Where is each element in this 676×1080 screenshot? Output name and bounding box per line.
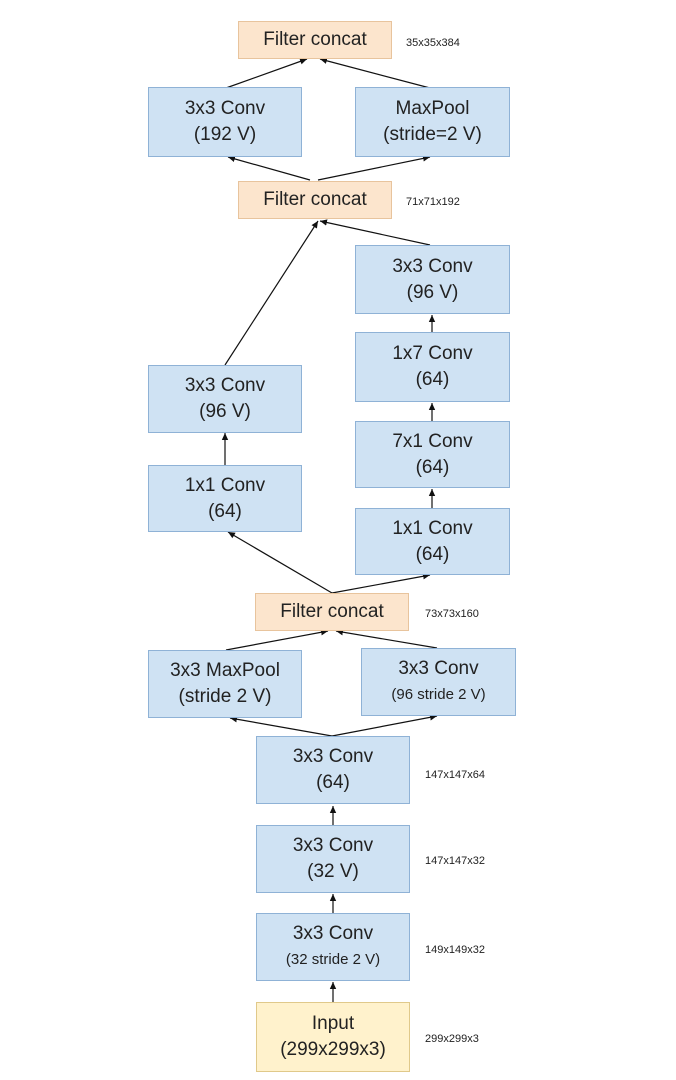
filter-concat-low-label: Filter concat	[280, 601, 384, 622]
left-conv-1x1: 1x1 Conv (64)	[148, 465, 302, 532]
input-node-line2: (299x299x3)	[280, 1039, 386, 1060]
right-conv-7x1-line1: 7x1 Conv	[392, 430, 473, 452]
conv-3x3-32-stride2v-line2: (32 stride 2 V)	[285, 951, 381, 968]
left-conv-3x3-96v-line2: (96 V)	[199, 401, 251, 422]
conv-3x3-32-stride2v-line1: 3x3 Conv	[292, 923, 374, 944]
right-conv-1x7-line1: 1x7 Conv	[392, 343, 473, 364]
left-conv-3x3-96v-line1: 3x3 Conv	[184, 375, 266, 396]
arrow-conv192-to-top-concat	[225, 58, 308, 89]
right-conv-7x1-line2: (64)	[415, 456, 450, 478]
arrow-maxpool-to-low-concat	[225, 629, 329, 651]
conv-3x3-32-stride2v: 3x3 Conv (32 stride 2 V)	[256, 913, 410, 981]
filter-concat-mid: Filter concat	[238, 181, 392, 219]
conv-3x3-32v-line1: 3x3 Conv	[292, 835, 374, 856]
right-conv-1x7: 1x7 Conv (64)	[355, 332, 510, 402]
conv-3x3-64-line1: 3x3 Conv	[292, 746, 374, 767]
right-conv-3x3-96v-line1: 3x3 Conv	[392, 255, 473, 277]
left-conv-1x1-line2: (64)	[208, 500, 242, 522]
dim-label-concat-mid: 71x71x192	[406, 196, 460, 208]
arrow-conv96s2-to-low-concat	[335, 629, 438, 649]
maxpool-3x3-stride2v-line1: 3x3 MaxPool	[170, 660, 280, 681]
arrow-left-branch-to-mid-concat	[224, 220, 319, 366]
filter-concat-top: Filter concat	[238, 21, 392, 59]
maxpool-3x3-stride2v: 3x3 MaxPool (stride 2 V)	[148, 650, 302, 718]
right-conv-1x7-line2: (64)	[415, 369, 450, 390]
right-conv-1x1-line1: 1x1 Conv	[392, 517, 473, 539]
arrow-mid-concat-to-maxpool	[317, 155, 431, 181]
input-node: Input (299x299x3)	[256, 1002, 410, 1072]
conv-3x3-96-stride2v-line1: 3x3 Conv	[398, 658, 479, 679]
conv-3x3-192v-line1: 3x3 Conv	[184, 98, 266, 119]
arrow-low-concat-to-right-1x1	[331, 573, 431, 594]
filter-concat-mid-label: Filter concat	[263, 189, 367, 210]
maxpool-stride2v: MaxPool (stride=2 V)	[355, 87, 510, 157]
arrow-mid-concat-to-conv192	[227, 155, 311, 181]
right-conv-1x1: 1x1 Conv (64)	[355, 508, 510, 575]
conv-3x3-96-stride2v-line2: (96 stride 2 V)	[391, 686, 486, 703]
conv-3x3-32v-line2: (32 V)	[307, 861, 359, 882]
dim-label-concat-top: 35x35x384	[406, 37, 460, 49]
conv-3x3-32v: 3x3 Conv (32 V)	[256, 825, 410, 893]
right-conv-1x1-line2: (64)	[415, 543, 450, 565]
conv-3x3-192v: 3x3 Conv (192 V)	[148, 87, 302, 157]
dim-label-conv-64: 147x147x64	[425, 769, 485, 781]
arrow-maxpool-to-top-concat	[319, 57, 431, 89]
arrow-conv64-to-conv96s2	[331, 714, 438, 737]
right-conv-3x3-96v-line2: (96 V)	[406, 281, 459, 303]
arrow-low-concat-to-left-1x1	[227, 531, 333, 594]
input-node-line1: Input	[311, 1013, 355, 1034]
dim-label-conv-32-stride2v: 149x149x32	[425, 944, 485, 956]
dim-label-concat-low: 73x73x160	[425, 608, 479, 620]
filter-concat-low: Filter concat	[255, 593, 409, 631]
right-conv-7x1: 7x1 Conv (64)	[355, 421, 510, 488]
maxpool-stride2v-line2: (stride=2 V)	[383, 124, 482, 145]
maxpool-3x3-stride2v-line2: (stride 2 V)	[178, 686, 272, 707]
filter-concat-top-label: Filter concat	[263, 29, 367, 50]
conv-3x3-64-line2: (64)	[316, 772, 350, 793]
right-conv-3x3-96v: 3x3 Conv (96 V)	[355, 245, 510, 314]
maxpool-stride2v-line1: MaxPool	[395, 98, 470, 119]
conv-3x3-64: 3x3 Conv (64)	[256, 736, 410, 804]
conv-3x3-192v-line2: (192 V)	[193, 124, 257, 145]
conv-3x3-96-stride2v: 3x3 Conv (96 stride 2 V)	[361, 648, 516, 716]
left-conv-1x1-line1: 1x1 Conv	[184, 474, 266, 496]
dim-label-input: 299x299x3	[425, 1033, 479, 1045]
left-conv-3x3-96v: 3x3 Conv (96 V)	[148, 365, 302, 433]
arrow-conv64-to-maxpool	[229, 716, 333, 737]
dim-label-conv-32v: 147x147x32	[425, 855, 485, 867]
arrow-right-branch-to-mid-concat	[319, 219, 431, 246]
